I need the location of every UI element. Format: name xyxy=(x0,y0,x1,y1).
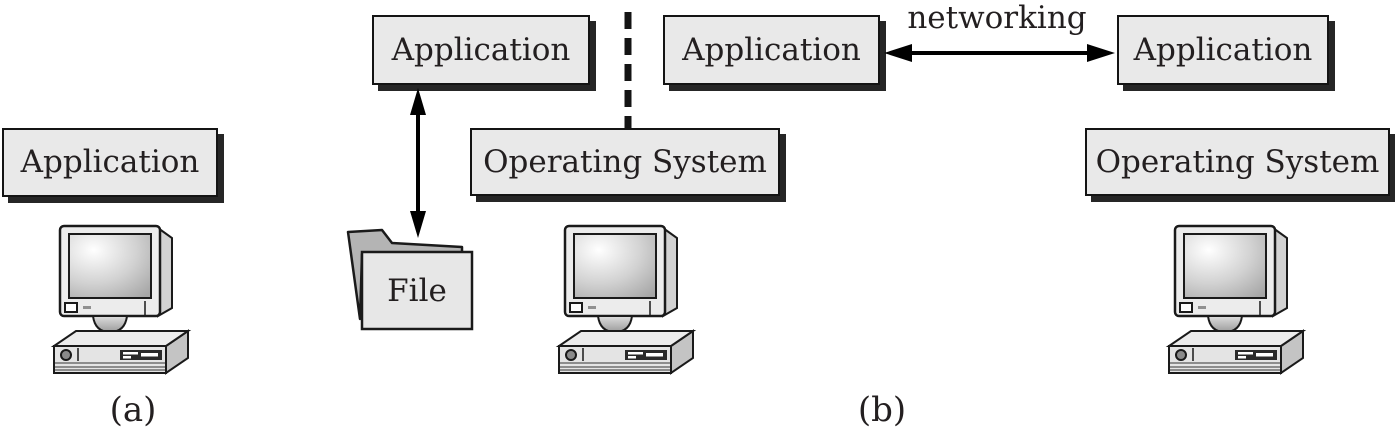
application-box-net-right: Application xyxy=(1117,15,1329,85)
application-box-file: Application xyxy=(372,15,590,85)
file-label: File xyxy=(387,272,447,309)
os-box-right: Operating System xyxy=(1085,128,1390,196)
caption-a: (a) xyxy=(109,390,157,430)
networking-label: networking xyxy=(907,0,1087,36)
file-access-arrow xyxy=(410,88,426,238)
os-box-left: Operating System xyxy=(470,128,780,196)
computer-icon xyxy=(1163,222,1313,377)
networking-arrow xyxy=(884,44,1115,62)
application-box-net-left: Application xyxy=(663,15,880,85)
os-boundary-dashed-line xyxy=(624,12,632,130)
caption-b: (b) xyxy=(857,390,907,430)
folder-icon xyxy=(346,228,474,331)
application-box-a: Application xyxy=(2,128,218,197)
computer-icon xyxy=(553,222,703,377)
computer-icon xyxy=(48,222,198,377)
